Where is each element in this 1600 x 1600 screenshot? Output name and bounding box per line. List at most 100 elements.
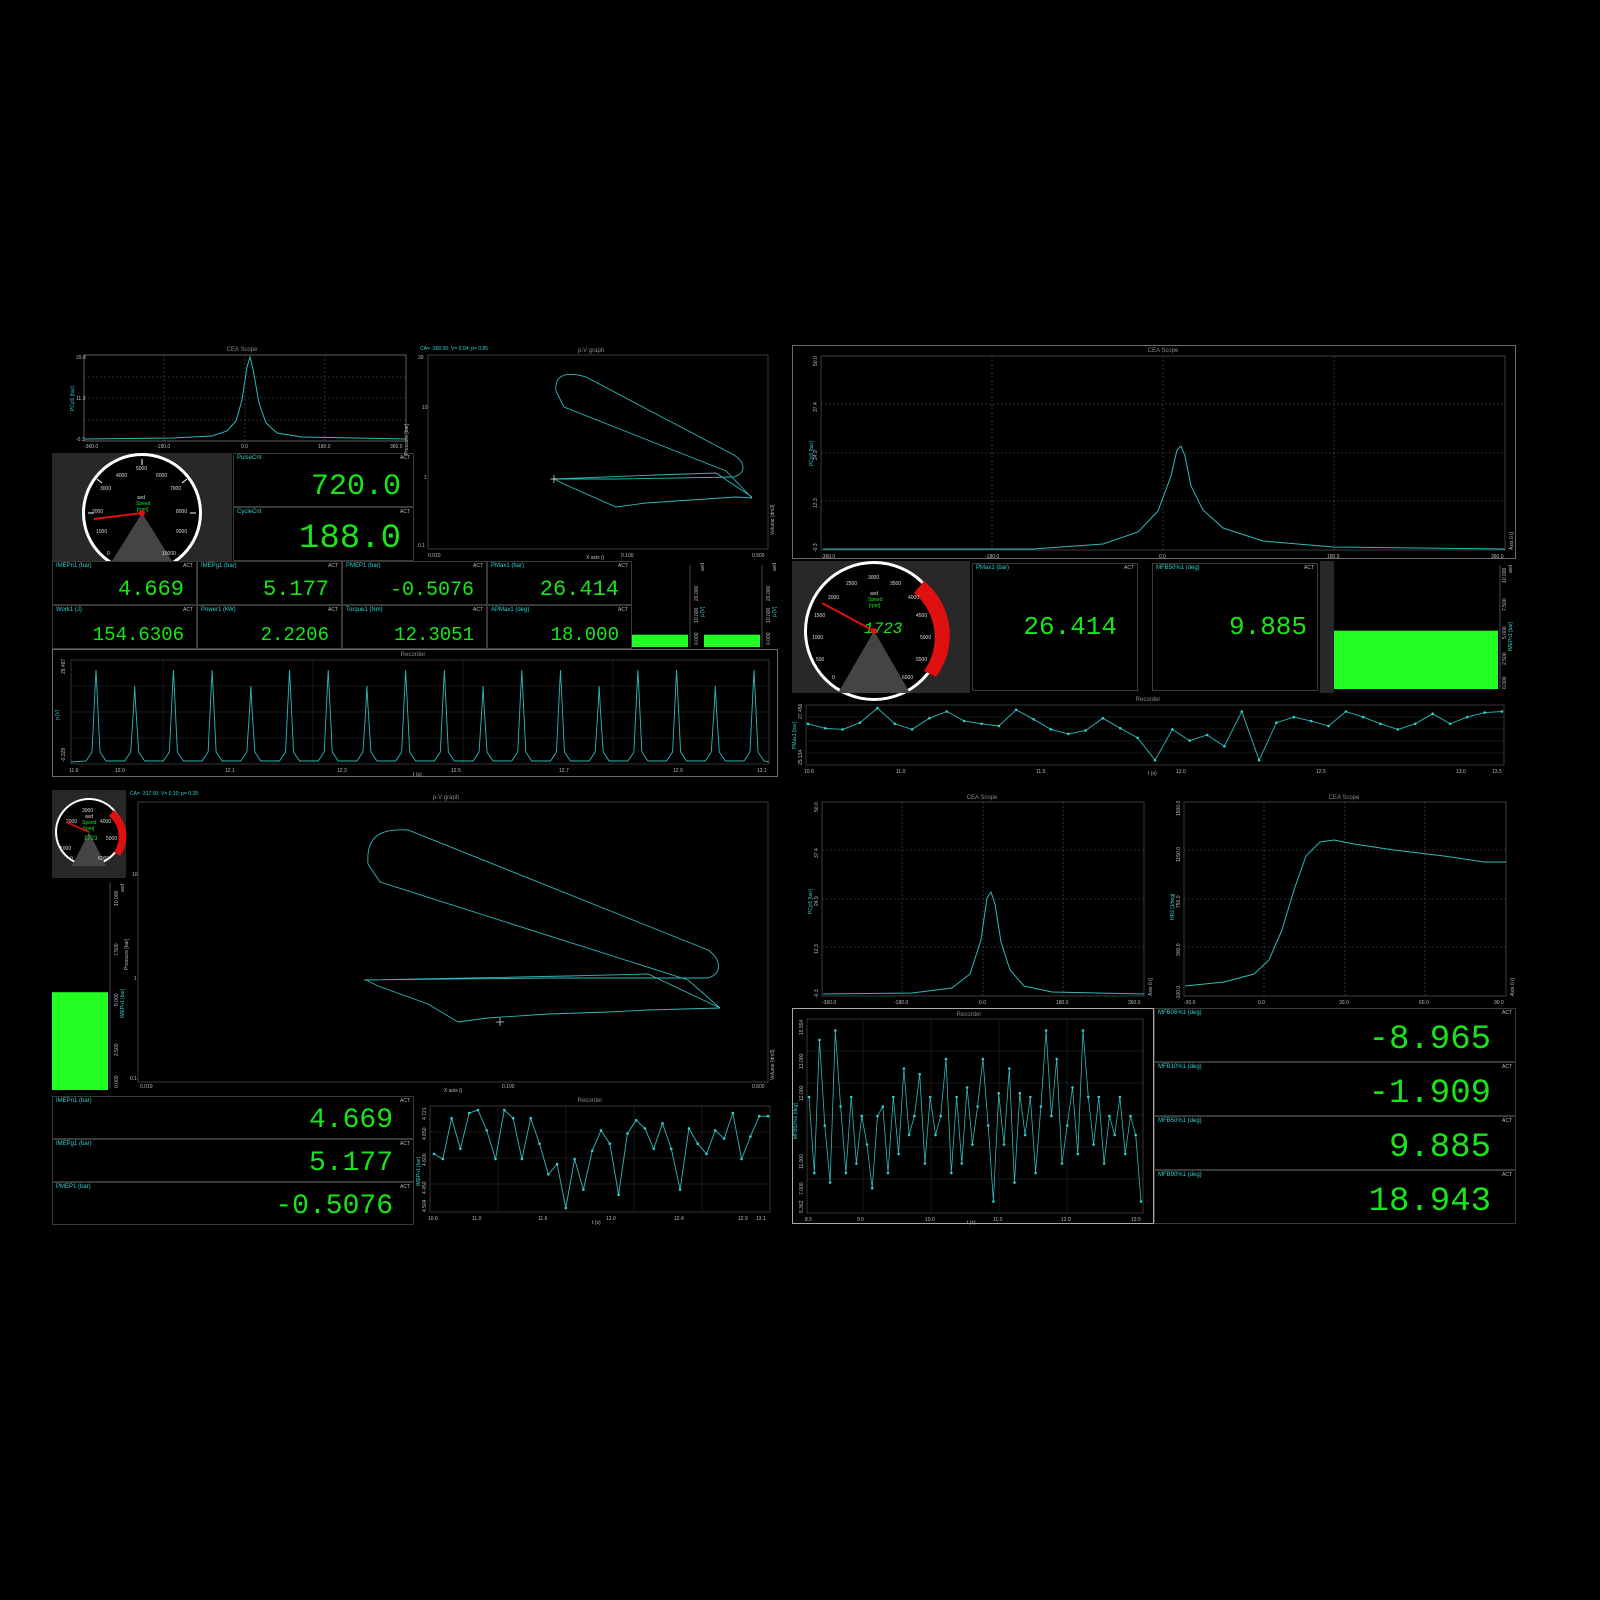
recorder-point	[886, 1171, 890, 1175]
imep-bar-tall: 10.000 7.500 5.000 2.500 0.000 IMEPn1 [b…	[52, 878, 138, 1090]
tile-value: 18.943	[1368, 1183, 1491, 1221]
recorder-point	[881, 1105, 885, 1108]
scope-plot: PCyl1 [bar] 29.8 11.3 -0.3 -360.0 -180.0…	[70, 354, 407, 450]
cea-scope-br-2[interactable]: CEA Scope HR2 [J/deg] 1500.0 1150.0 750.…	[1154, 790, 1516, 1006]
gauge-tick: 5500	[916, 657, 927, 663]
recorder-mfb50[interactable]: Recorder MFB50%1 [deg] 15.554 13.000 12.…	[792, 1008, 1154, 1226]
gauge-tick: 8000	[176, 509, 187, 515]
recorder-plot: MFB50%1 [deg] 15.554 13.000 12.000 11.00…	[793, 1018, 1144, 1226]
speed-gauge: 0 1000 2000 3000 4000 5000 6000 7000 800…	[52, 453, 232, 573]
rec-xright: 13.5	[1131, 1217, 1141, 1223]
cea-scope-br-1[interactable]: CEA Scope PCyl1 [bar] 50.0 37.4 24.9 12.…	[792, 790, 1154, 1006]
recorder-trace	[433, 1109, 768, 1209]
recorder-point	[807, 1095, 811, 1099]
bar-tick: 10.000	[694, 607, 700, 623]
recorder-point	[1102, 1162, 1106, 1165]
rec-ybot: 5.362	[799, 1200, 805, 1213]
tile-value: 5.177	[308, 1148, 393, 1179]
tile-value: 9.885	[1228, 612, 1307, 642]
gauge-tick: 9000	[176, 529, 187, 535]
recorder-point	[547, 1173, 550, 1176]
recorder-point	[965, 1086, 969, 1089]
tile-label: Power1 (kW)	[201, 607, 236, 613]
recorder-point	[1188, 739, 1191, 742]
xtick: 360.0	[1128, 1000, 1141, 1006]
xtick: 360.0	[1491, 554, 1504, 560]
scope-ylabel: HR2 [J/deg]	[1170, 893, 1176, 920]
tile-label: MFB50%1 (deg)	[1158, 1118, 1202, 1124]
pv-graph-large[interactable]: CA= -317.00; V= 0.10; p= 0.28 p-V graph …	[124, 790, 778, 1094]
xtick: 12.1	[225, 768, 235, 774]
bar-tick: 5.000	[1502, 626, 1508, 639]
tile-value: -0.5076	[275, 1191, 393, 1222]
ytick: 30	[418, 355, 424, 361]
bar-tick: 20.000	[766, 585, 772, 601]
recorder-point	[1034, 1171, 1037, 1175]
gauge-label: Speed	[868, 597, 883, 603]
gauge-tick: 3000	[868, 575, 879, 581]
bar-tick: 2.500	[1502, 652, 1508, 665]
imep-bar-gauge	[1320, 561, 1334, 693]
rec-xaxis: t (s)	[413, 772, 422, 778]
scope-axis: Axis 0 ()	[1510, 977, 1516, 996]
xtick: 12.4	[674, 1216, 684, 1222]
gauge-tick: 1000	[812, 635, 823, 641]
rec-xaxis: t (s)	[967, 1220, 976, 1226]
xtick: 11.0	[472, 1216, 482, 1222]
recorder-pressure[interactable]: Recorder p [V] 28.487 -0.329 11.6 13.1 1…	[52, 649, 778, 778]
bar-tick: 0.000	[114, 1075, 120, 1088]
recorder-point	[1466, 715, 1469, 719]
tile-act: ACT	[1502, 1064, 1512, 1070]
gauge-tick: 3000	[82, 808, 93, 814]
recorder-point	[766, 1114, 770, 1118]
recorder-title: Recorder	[400, 652, 426, 658]
xtick: -180.0	[894, 1000, 908, 1006]
ytick: 4.650	[422, 1127, 428, 1140]
tile-act: ACT	[618, 563, 628, 569]
ytick: 12.3	[814, 944, 820, 954]
tile-act: ACT	[400, 1098, 410, 1104]
recorder-point	[1240, 710, 1244, 713]
ytick: 13.000	[799, 1053, 805, 1069]
rec-ylabel: PMax1 [bar]	[792, 721, 798, 749]
xtick: -360.0	[821, 554, 835, 560]
imep-bar-container: 10.000 7.500 5.000 2.500 0.000 IMEPn1 [b…	[1334, 561, 1516, 693]
recorder-point	[529, 1116, 532, 1120]
recorder-plot: PMax1 [bar] 27.456 25.134 10.6 13.5 11.0…	[792, 703, 1505, 777]
recorder-point	[1431, 712, 1434, 715]
recorder-point	[1049, 728, 1053, 731]
tile-act: ACT	[183, 563, 193, 569]
cea-scope-large[interactable]: CEA Scope PCyl1 [bar] 50.0 37.4 24.9 12.…	[792, 345, 1516, 560]
pv-graph-small[interactable]: CA= -360.00; V= 0.04; p= 0.85 p-V graph …	[404, 345, 778, 561]
recorder-pmax[interactable]: Recorder PMax1 [bar] 27.456 25.134 10.6 …	[792, 695, 1516, 777]
recorder-imep[interactable]: Recorder IMEPn1 [bar] 4.721 4.650 4.600 …	[416, 1096, 778, 1226]
recorder-point	[865, 1143, 869, 1146]
recorder-title: Recorder	[956, 1012, 982, 1018]
ytick: -0.3	[813, 543, 819, 552]
ytick: 10	[422, 405, 428, 411]
cea-scope-small[interactable]: CEA Scope PCyl1 [bar] 29.8 11.3 -0.3 -36…	[52, 345, 414, 453]
recorder-trace	[70, 669, 770, 763]
xtick: -30.0	[1184, 1000, 1196, 1006]
recorder-point	[876, 1114, 879, 1118]
xtick: 12.3	[337, 768, 347, 774]
xtick: 0.010	[140, 1084, 153, 1090]
gauge-dial: 1000 2000 3000 4000 5000 0 6000 avd Spee…	[55, 798, 127, 866]
gauge-tick: 2000	[828, 595, 839, 601]
recorder-point	[1309, 719, 1313, 723]
heat-release-trace	[1184, 839, 1506, 987]
recorder-point	[1396, 728, 1400, 731]
rec-xleft: 10.6	[804, 769, 814, 775]
xtick: -360.0	[84, 444, 98, 450]
gauge-sub: [rpm]	[83, 826, 95, 832]
pressure-trace	[823, 445, 1506, 550]
recorder-point	[503, 1108, 506, 1112]
tile-value: 26.414	[1023, 612, 1117, 642]
recorder-point	[450, 1116, 453, 1120]
recorder-point	[538, 1142, 541, 1145]
tile-value: 188.0	[298, 520, 401, 558]
recorder-point	[910, 728, 914, 731]
recorder-title: Recorder	[1135, 697, 1161, 703]
pressure-trace	[84, 355, 407, 440]
